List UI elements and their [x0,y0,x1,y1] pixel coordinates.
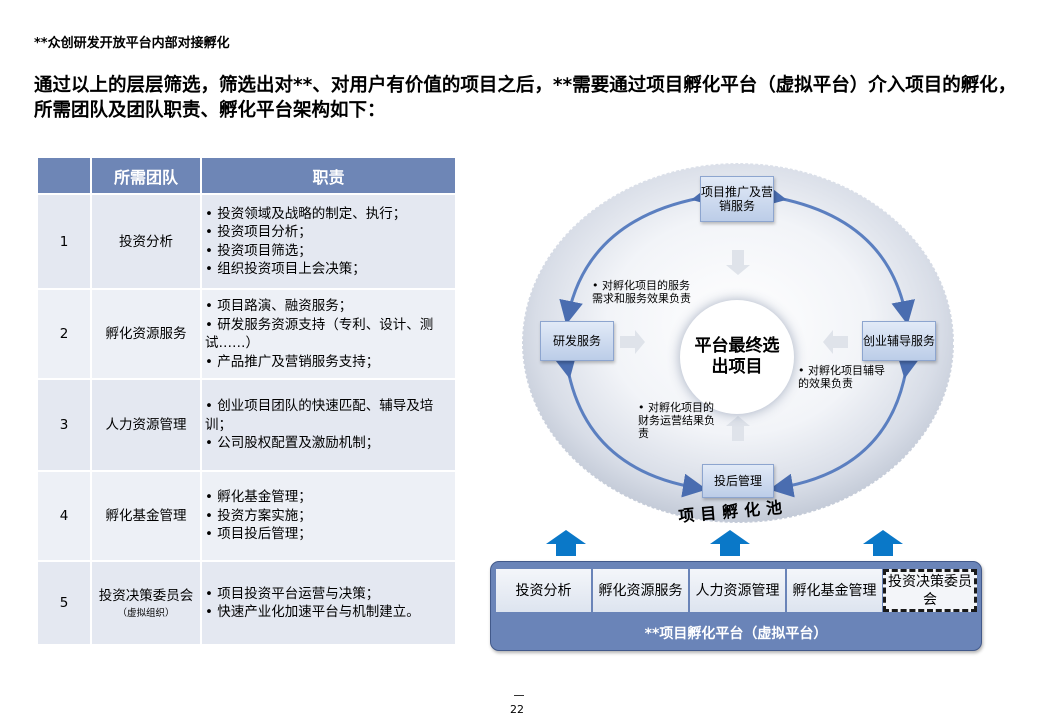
team-name: 人力资源管理 [92,378,202,470]
box-post-invest: 投后管理 [702,464,774,498]
up-arrow-3 [863,530,903,556]
duty-item: • 孵化基金管理； [205,489,312,506]
duty-list: • 创业项目团队的快速匹配、辅导及培训； • 公司股权配置及激励机制； [202,378,455,470]
box-coaching: 创业辅导服务 [862,321,936,361]
duty-item: • 项目投后管理； [205,526,312,543]
team-label: 孵化资源服务 [105,326,187,342]
platform-cell: 孵化基金管理 [787,569,882,612]
arrow-top-left [559,183,718,325]
up-arrow-1 [546,530,586,556]
table-row: 1 投资分析 • 投资领域及战略的制定、执行； • 投资项目分析； • 投资项目… [38,193,455,288]
page-divider [514,695,524,696]
duty-item: • 快速产业化加速平台与机制建立。 [205,604,420,620]
platform-label: **项目孵化平台（虚拟平台） [644,626,828,642]
inward-arrow-bottom [726,416,750,441]
duty-list: • 孵化基金管理； • 投资方案实施； • 项目投后管理； [202,470,455,560]
arrow-bottom-left [553,352,707,498]
duty-item: • 投资方案实施； [205,507,312,524]
team-label: 投资分析 [119,233,173,250]
duty-list: • 项目投资平台运营与决策； • 快速产业化加速平台与机制建立。 [202,560,455,644]
table-row: 5 投资决策委员会 （虚拟组织） • 项目投资平台运营与决策； • 快速产业化加… [38,560,455,644]
duty-item: • 项目路演、融资服务； [205,298,353,314]
duty-item: • 创业项目团队的快速匹配、辅导及培训； [205,398,434,433]
team-name: 投资决策委员会 （虚拟组织） [92,560,202,644]
platform-cell: 人力资源管理 [690,569,785,612]
table-header-row: 所需团队 职责 [38,158,455,193]
team-label: 投资决策委员会 [98,587,194,604]
team-name: 孵化资源服务 [92,288,202,378]
incubation-diagram: 项目推广及营销服务 研发服务 创业辅导服务 投后管理 平台最终选出项目 • 对孵… [488,158,988,658]
platform-cell-committee: 投资决策委员会 [883,569,977,612]
platform-bar: 投资分析 孵化资源服务 人力资源管理 孵化基金管理 投资决策委员会 **项目孵化… [490,561,982,651]
arrow-bottom-right [769,353,921,498]
duty-item: • 项目投资平台运营与决策； [205,585,380,602]
duty-item: • 投资项目分析； [205,224,312,240]
duty-item: • 研发服务资源支持（专利、设计、测试……） [205,316,434,352]
table-row: 4 孵化基金管理 • 孵化基金管理； • 投资方案实施； • 项目投后管理； [38,470,455,560]
slide-headline: 通过以上的层层筛选，筛选出对**、对用户有价值的项目之后，**需要通过项目孵化平… [34,75,1017,121]
inward-arrow-top [726,250,750,275]
center-circle: 平台最终选出项目 [680,300,794,414]
duty-item: • 投资项目筛选； [205,242,312,259]
up-arrow-2 [710,530,750,556]
row-number: 5 [38,560,92,644]
inward-arrow-left [620,330,645,354]
box-rnd-label: 研发服务 [552,334,601,348]
center-label: 平台最终选出项目 [694,336,780,377]
inward-arrow-right [823,330,848,354]
team-name: 孵化基金管理 [92,470,202,560]
row-number: 1 [38,193,92,288]
row-number: 4 [38,470,92,560]
duty-list: • 投资领域及战略的制定、执行； • 投资项目分析； • 投资项目筛选； • 组… [202,193,455,288]
team-label: 人力资源管理 [105,417,187,433]
team-label: 孵化基金管理 [105,508,187,524]
note-bottom: • 对孵化项目的财务运营结果负责 [638,401,715,440]
table-row: 3 人力资源管理 • 创业项目团队的快速匹配、辅导及培训； • 公司股权配置及激… [38,378,455,470]
note-left: • 对孵化项目的服务需求和服务效果负责 [592,279,691,305]
header-num [38,158,92,193]
duty-item: • 产品推广及营销服务支持； [205,353,380,370]
arrow-top-right [760,183,916,325]
duty-item: • 组织投资项目上会决策； [205,261,366,277]
duty-item: • 公司股权配置及激励机制； [205,435,380,452]
header-team: 所需团队 [92,158,202,193]
box-rnd: 研发服务 [540,321,614,361]
team-name: 投资分析 [92,193,202,288]
page-number: 22 [510,703,524,716]
row-number: 3 [38,378,92,470]
slide-subtitle: **众创研发开放平台内部对接孵化 [34,36,230,51]
duty-list: • 项目路演、融资服务； • 研发服务资源支持（专利、设计、测试……） • 产品… [202,288,455,378]
team-table: 所需团队 职责 1 投资分析 • 投资领域及战略的制定、执行； • 投资项目分析… [38,158,455,644]
box-promotion: 项目推广及营销服务 [700,176,774,222]
box-post-invest-label: 投后管理 [713,474,762,488]
note-right: • 对孵化项目辅导的效果负责 [798,364,885,390]
box-coaching-label: 创业辅导服务 [863,334,936,348]
row-number: 2 [38,288,92,378]
box-promotion-label: 项目推广及营销服务 [701,185,774,213]
platform-cell: 投资分析 [496,569,591,612]
team-note: （虚拟组织） [117,607,175,619]
platform-cell: 孵化资源服务 [593,569,688,612]
header-duty: 职责 [202,158,455,193]
table-row: 2 孵化资源服务 • 项目路演、融资服务； • 研发服务资源支持（专利、设计、测… [38,288,455,378]
duty-item: • 投资领域及战略的制定、执行； [205,205,407,222]
